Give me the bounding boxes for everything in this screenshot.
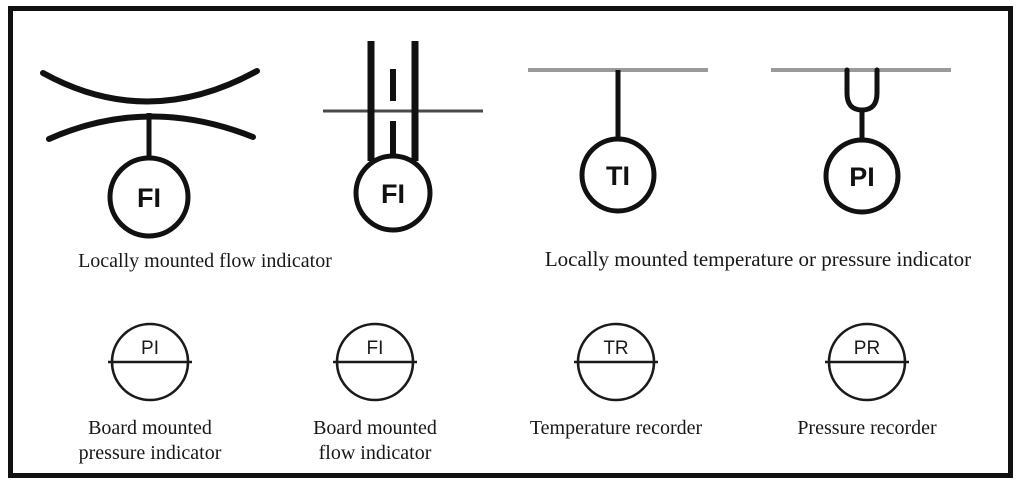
instrument-balloon — [823, 137, 901, 215]
instrument-tag: TR — [603, 338, 628, 359]
orifice-plate-flow-element-icon: FI — [323, 41, 483, 233]
symbol-pressure-recorder[interactable]: PR — [812, 316, 922, 408]
venturi-upper-wall — [40, 68, 260, 105]
instrument-tag: PI — [141, 338, 159, 359]
symbol-locally-mounted-flow-indicator-orifice[interactable]: FI — [313, 33, 493, 233]
caption-temperature-recorder: Temperature recorder — [529, 417, 703, 439]
symbol-board-mounted-pressure-indicator[interactable]: PI — [95, 316, 205, 408]
board-mounted-balloon-icon: PI — [108, 322, 192, 402]
venturi-flow-element-icon: FI — [40, 68, 260, 239]
instrument-balloon — [107, 155, 191, 239]
legend-frame: FI FI — [8, 6, 1013, 478]
instrument-balloon — [579, 136, 657, 214]
symbol-locally-mounted-pressure-indicator[interactable]: PI — [761, 55, 961, 220]
caption-board-mounted-flow-indicator: Board mounted flow indicator — [313, 417, 437, 464]
board-mounted-balloon-icon: PR — [825, 322, 909, 402]
symbol-locally-mounted-temperature-indicator[interactable]: TI — [518, 55, 713, 220]
board-mounted-balloon-icon: TR — [574, 322, 658, 402]
caption-locally-mounted-flow-indicator: Locally mounted flow indicator — [78, 250, 332, 272]
siphon-pigtail-connection-icon: PI — [771, 67, 951, 215]
caption-board-mounted-pressure-indicator: Board mounted pressure indicator — [78, 417, 222, 464]
instrument-tag: FI — [137, 183, 161, 213]
instrument-tag: TI — [606, 161, 630, 191]
instrument-tag: FI — [367, 338, 384, 359]
symbol-locally-mounted-flow-indicator-venturi[interactable]: FI — [35, 57, 265, 239]
instrument-tag: PI — [849, 162, 875, 192]
instrument-tag: FI — [381, 179, 405, 209]
siphon-loop — [844, 67, 880, 113]
instrument-tag: PR — [854, 338, 880, 359]
caption-pressure-recorder: Pressure recorder — [797, 417, 937, 439]
board-mounted-balloon-icon: FI — [333, 322, 417, 402]
symbol-board-mounted-flow-indicator[interactable]: FI — [320, 316, 430, 408]
symbol-temperature-recorder[interactable]: TR — [561, 316, 671, 408]
caption-locally-mounted-temperature-or-pressure-indicator: Locally mounted temperature or pressure … — [544, 247, 972, 271]
instrument-balloon — [353, 153, 433, 233]
direct-pipe-connection-icon: TI — [528, 68, 708, 214]
